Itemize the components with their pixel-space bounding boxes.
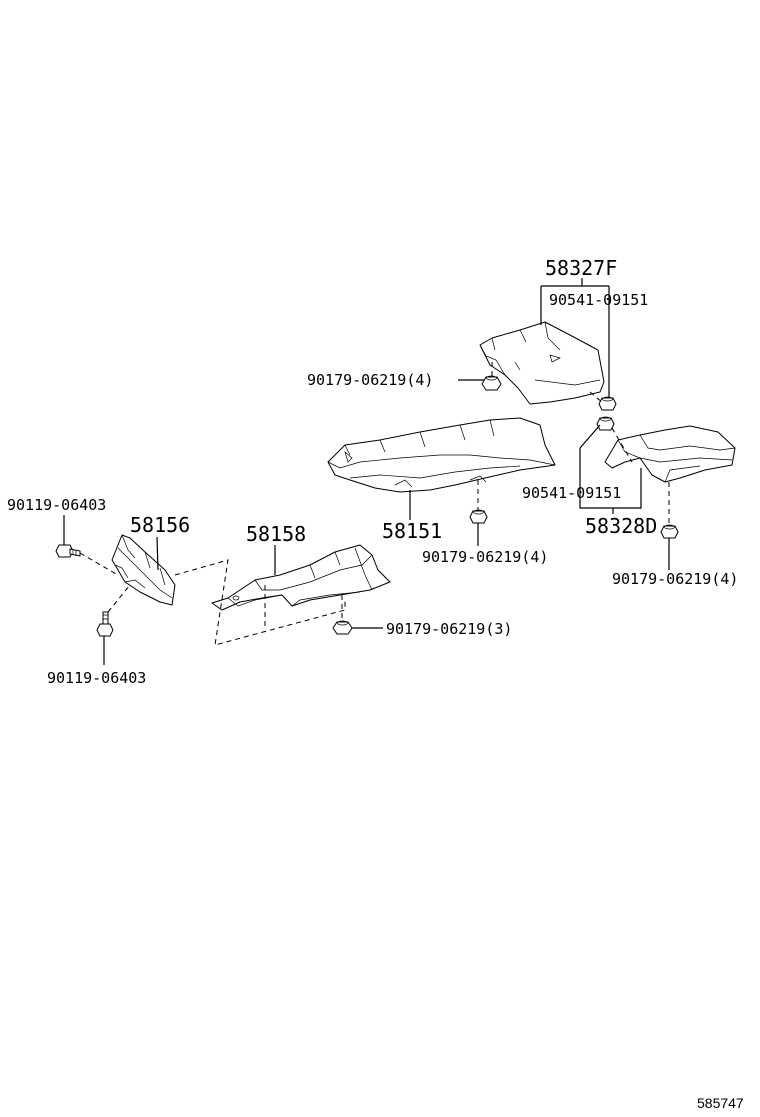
- assembly-dashed-lines: [79, 362, 670, 646]
- nut-icon[interactable]: [596, 416, 615, 431]
- nut-icon[interactable]: [481, 375, 502, 391]
- nut-icon[interactable]: [469, 509, 488, 524]
- nut-icon[interactable]: [598, 396, 617, 411]
- part-labels: 58327F 90541-09151 90179-06219(4) 58151 …: [7, 256, 744, 1111]
- part-number-90541-mid: 90541-09151: [522, 484, 621, 502]
- part-number-58328D: 58328D: [585, 514, 657, 538]
- illustration-id: 585747: [697, 1095, 744, 1111]
- part-number-58158: 58158: [246, 522, 306, 546]
- bolt-icon[interactable]: [55, 544, 81, 558]
- part-number-58327F: 58327F: [545, 256, 617, 280]
- part-number-90179-b: 90179-06219(4): [422, 548, 548, 566]
- heat-insulator-58156[interactable]: [111, 534, 176, 606]
- part-number-90179-a: 90179-06219(4): [307, 371, 433, 389]
- part-number-90119-bot: 90119-06403: [47, 669, 146, 687]
- part-number-90179-c: 90179-06219(4): [612, 570, 738, 588]
- part-number-90541-top: 90541-09151: [549, 291, 648, 309]
- part-number-90179-d: 90179-06219(3): [386, 620, 512, 638]
- part-number-58156: 58156: [130, 513, 190, 537]
- heat-insulator-58151[interactable]: [327, 417, 556, 493]
- heat-insulator-58327F[interactable]: [479, 321, 605, 405]
- leader-lines: [63, 278, 670, 665]
- nut-icon[interactable]: [332, 620, 353, 635]
- part-number-90119-top: 90119-06403: [7, 496, 106, 514]
- heat-insulator-58328D[interactable]: [604, 425, 736, 483]
- bolt-icon[interactable]: [96, 611, 114, 637]
- heat-insulator-58158[interactable]: [211, 544, 391, 611]
- nut-icon[interactable]: [660, 524, 679, 539]
- part-number-58151: 58151: [382, 519, 442, 543]
